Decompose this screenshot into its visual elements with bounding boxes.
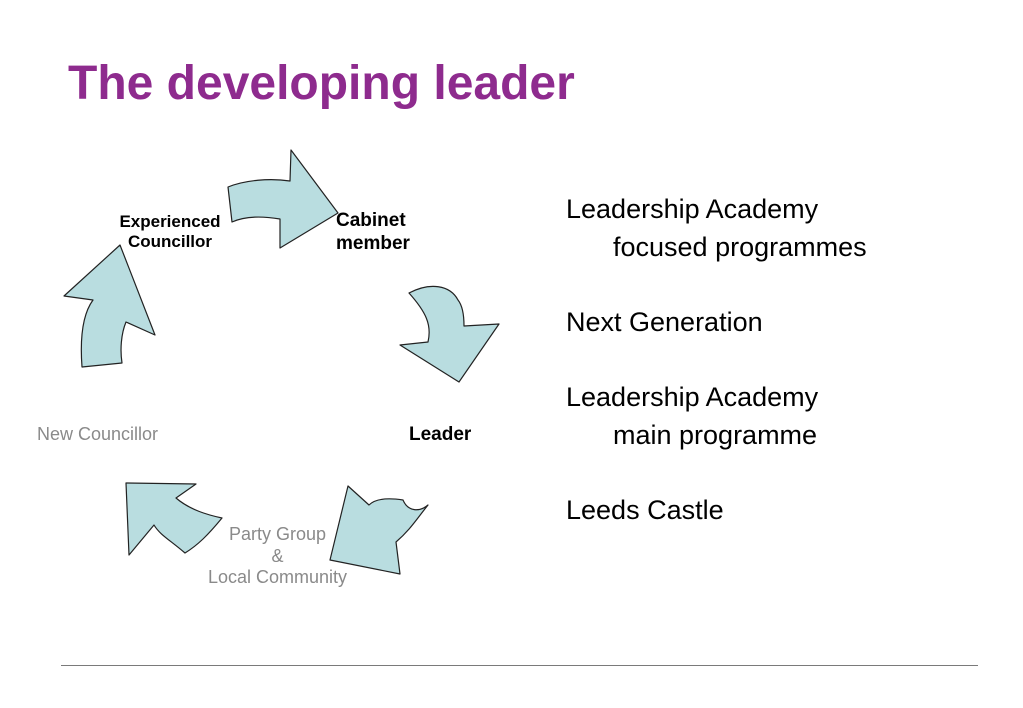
stage-label-party-group-local-community: Party Group & Local Community: [190, 524, 365, 589]
activity-title: Leadership Academy: [566, 194, 819, 224]
stage-label-leader: Leader: [409, 424, 472, 445]
activity-item: Next Generation: [566, 303, 867, 341]
stage-label-line: Cabinet: [336, 210, 406, 231]
stage-label-line: &: [271, 545, 284, 566]
stage-label-line: member: [336, 232, 410, 254]
stage-label-line: Local Community: [207, 567, 348, 588]
stage-label-line: Party Group: [228, 524, 327, 544]
slide-title: The developing leader: [68, 57, 575, 110]
activity-item: Leadership Academy main programme: [566, 378, 867, 454]
cycle-arrow-experienced-to-cabinet: [227, 149, 339, 249]
activity-subtitle: focused programmes: [613, 232, 867, 262]
cycle-arrow-new-to-experienced: [63, 244, 156, 368]
stage-label-cabinet-member: Cabinet member: [336, 210, 410, 256]
footer-divider: [61, 665, 978, 666]
cycle-arrow-party-to-new: [125, 482, 223, 556]
activity-title: Leadership Academy: [566, 382, 819, 412]
activity-title: Leeds Castle: [566, 495, 724, 525]
stage-label-line: Councillor: [127, 232, 213, 252]
activities-list: Leadership Academy focused programmes Ne…: [566, 190, 867, 566]
stage-label-line: Experienced: [119, 212, 221, 231]
cycle-arrow-leader-to-party: [329, 485, 429, 575]
stage-label-new-councillor: New Councillor: [37, 424, 159, 444]
activity-title: Next Generation: [566, 307, 763, 337]
activity-item: Leeds Castle: [566, 491, 867, 529]
activity-item: Leadership Academy focused programmes: [566, 190, 867, 266]
activity-subtitle: main programme: [613, 420, 818, 450]
cycle-arrow-cabinet-to-leader: [399, 285, 500, 383]
stage-label-experienced-councillor: Experienced Councillor: [103, 212, 237, 253]
